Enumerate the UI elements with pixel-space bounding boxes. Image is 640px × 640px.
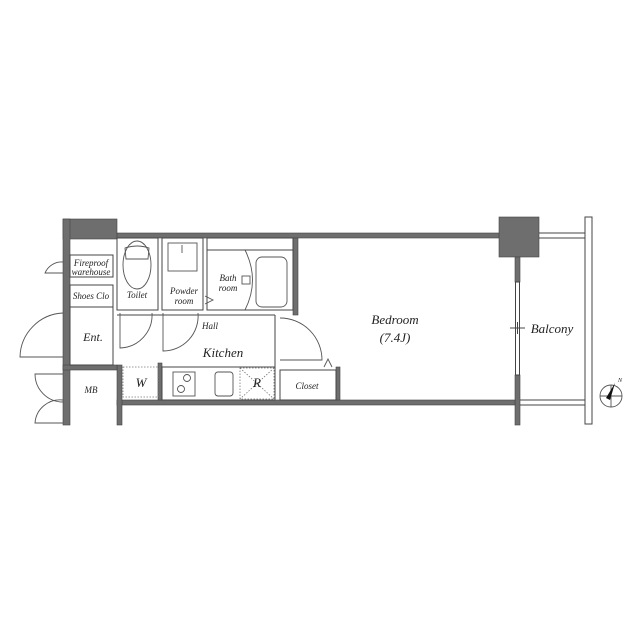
kitchen-counter xyxy=(161,366,276,401)
fridge-label: R xyxy=(252,375,261,390)
closet-box xyxy=(279,369,337,401)
bath-label: Bath xyxy=(220,273,237,283)
fireproof-label: Fireproof xyxy=(73,258,110,268)
room-labels: Fireproof warehouse Shoes Clo Toilet Pow… xyxy=(72,258,574,395)
fireproof-door[interactable] xyxy=(44,261,64,274)
toilet-bowl-icon xyxy=(122,240,152,290)
fridge-space xyxy=(239,367,275,400)
mb-label: MB xyxy=(84,385,98,395)
hall-label: Hall xyxy=(201,321,219,331)
powder-door[interactable] xyxy=(162,312,199,352)
right-wall-upper xyxy=(514,256,521,283)
closet-label: Closet xyxy=(295,381,319,391)
powder-label: Powder xyxy=(169,286,198,296)
balcony-label: Balcony xyxy=(531,321,574,336)
closet-wall xyxy=(335,366,341,401)
bathtub-icon xyxy=(255,256,288,308)
bedroom-label: Bedroom xyxy=(371,312,418,327)
fireproof-label-2: warehouse xyxy=(72,267,111,277)
washer-space xyxy=(122,366,159,398)
north-label: N xyxy=(617,378,623,384)
right-wall-lower xyxy=(514,374,521,426)
walls xyxy=(62,216,540,426)
ent-bottom-wall xyxy=(62,364,118,371)
entrance-door[interactable] xyxy=(19,312,64,358)
mb-wall xyxy=(116,364,123,426)
toilet-door[interactable] xyxy=(119,312,153,349)
stove-icon xyxy=(172,371,196,397)
kitchen-partition xyxy=(157,362,163,401)
north-arrow-icon: N xyxy=(599,378,623,408)
bath-label-2: room xyxy=(219,283,238,293)
entrance-label: Ent. xyxy=(82,330,103,344)
washer-label: W xyxy=(136,375,148,390)
mb-door-bottom[interactable] xyxy=(34,399,64,424)
balcony-rail xyxy=(584,216,593,425)
top-wall xyxy=(116,232,501,239)
mb-door-top[interactable] xyxy=(34,373,64,403)
doors xyxy=(19,261,323,424)
sink-icon xyxy=(167,242,198,272)
balcony-structure xyxy=(510,216,593,425)
right-pillar xyxy=(498,216,540,258)
fixtures xyxy=(122,240,333,400)
kitchen-sink-icon xyxy=(214,371,234,397)
bedroom-size: (7.4J) xyxy=(380,330,411,345)
toilet-label: Toilet xyxy=(127,290,148,300)
bath-wall xyxy=(292,237,299,316)
powder-label-2: room xyxy=(175,296,194,306)
partitions xyxy=(69,237,337,401)
kitchen-label: Kitchen xyxy=(202,345,243,360)
shoes-closet-label: Shoes Clo xyxy=(73,291,110,301)
bottom-wall xyxy=(116,399,516,406)
bedroom-door[interactable] xyxy=(279,317,323,361)
left-wall xyxy=(62,218,71,426)
left-pillar xyxy=(62,218,118,240)
